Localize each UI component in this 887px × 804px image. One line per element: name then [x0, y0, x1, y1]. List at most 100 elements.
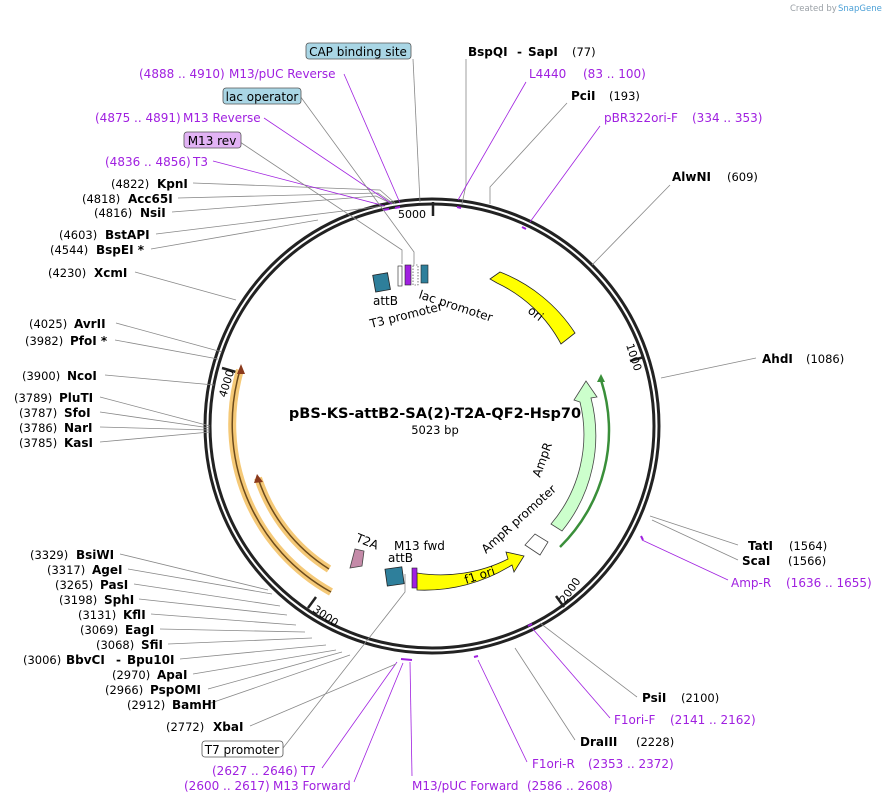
leader-xbai [249, 663, 397, 727]
attb-top-box[interactable] [372, 272, 391, 293]
boxed-cap-site[interactable]: CAP binding site [305, 42, 412, 60]
primer-label-f1ori-f[interactable]: F1ori-F (2141 .. 2162) [614, 713, 756, 727]
enzyme-pos: (193) [609, 89, 640, 103]
primer-label-m13puc-forward[interactable]: M13/pUC Forward (2586 .. 2608) [412, 779, 613, 793]
leader-amp-r [641, 539, 729, 581]
enzyme-label-xcmi[interactable]: (4230) XcmI [48, 266, 127, 280]
primer-label-l4440[interactable]: L4440 (83 .. 100) [529, 67, 646, 81]
enzyme-label-tati[interactable]: TatI (1564) [748, 539, 827, 553]
lac-operator-box[interactable] [412, 264, 419, 286]
enzyme-label-avrii[interactable]: (4025) AvrII [29, 317, 106, 331]
enzyme-pos: (4544) [50, 243, 88, 257]
boxed-m13-rev[interactable]: M13 rev [183, 131, 242, 149]
enzyme-label-kpni[interactable]: (4822) KpnI [111, 177, 188, 191]
enzyme-label-alwni[interactable]: AlwNI (609) [672, 170, 758, 184]
primer-site-m13-reverse [382, 208, 390, 211]
enzyme-pos: (3789) [14, 391, 52, 405]
ampr-arrow[interactable] [550, 380, 598, 532]
f1-ori-arrow[interactable] [416, 551, 525, 591]
enzyme-name: BbvCI [66, 653, 105, 667]
enzyme-label-agei[interactable]: (3317) AgeI [47, 563, 122, 577]
leader-bamhi [207, 654, 351, 705]
leader-pbr322ori-f [529, 125, 601, 223]
cap-site-box[interactable] [420, 264, 429, 284]
enzyme-label-kfli[interactable]: (3131) KflI [78, 608, 146, 622]
tick-label-1000: 1000 [623, 342, 644, 373]
enzyme-name: SfiI [141, 638, 163, 652]
enzyme-label-eagi[interactable]: (3069) EagI [80, 623, 154, 637]
primer-label-pbr322ori-f[interactable]: pBR322ori-F (334 .. 353) [604, 111, 762, 125]
ampr-promoter-arrow[interactable] [524, 533, 549, 556]
primer-range: (2627 .. 2646) [212, 764, 298, 778]
enzyme-name: BspQI [468, 45, 508, 59]
enzyme-name: ApaI [157, 668, 187, 682]
t3-box[interactable] [397, 265, 403, 287]
leader-sphi [138, 598, 288, 616]
enzyme-pos: (3786) [19, 421, 57, 435]
enzyme-name: SphI [104, 593, 134, 607]
m13-rev-box[interactable] [404, 264, 412, 286]
enzyme-label-apai[interactable]: (2970) ApaI [112, 668, 187, 682]
boxed-lac-operator[interactable]: lac operator [222, 87, 302, 105]
primer-label-f1ori-r[interactable]: F1ori-R (2353 .. 2372) [532, 757, 674, 771]
boxed-t7-promoter[interactable]: T7 promoter [201, 740, 284, 758]
enzyme-label-pluti[interactable]: (3789) PluTI [14, 391, 93, 405]
enzyme-label-sfii[interactable]: (3068) SfiI [96, 638, 163, 652]
enzyme-label-nari[interactable]: (3786) NarI [19, 421, 93, 435]
enzyme-label-psii[interactable]: PsiI (2100) [642, 691, 719, 705]
orf-arrowhead-outer [237, 364, 245, 374]
tick-mark-3000 [306, 596, 318, 609]
primer-range: (1636 .. 1655) [786, 576, 872, 590]
primer-name: Amp-R [731, 576, 771, 590]
enzyme-label-bspei[interactable]: (4544) BspEI * [50, 243, 145, 257]
primer-name: M13/pUC Forward [412, 779, 519, 793]
attb-bottom-box[interactable] [384, 566, 405, 587]
enzyme-label-xbai[interactable]: (2772) XbaI [166, 720, 243, 734]
primer-label-m13puc-reverse[interactable]: (4888 .. 4910) M13/pUC Reverse [139, 67, 336, 81]
enzyme-label-bsiwi[interactable]: (3329) BsiWI [30, 548, 114, 562]
primer-label-amp-r[interactable]: Amp-R (1636 .. 1655) [731, 576, 872, 590]
enzyme-pos: (2970) [112, 668, 150, 682]
leader-ahdi [660, 357, 757, 379]
enzyme-label-pfoi[interactable]: (3982) PfoI * [25, 334, 108, 348]
primer-range: (2600 .. 2617) [184, 779, 270, 793]
enzyme-label-pcii[interactable]: PciI (193) [571, 89, 640, 103]
primer-label-t3[interactable]: (4836 .. 4856) T3 [105, 155, 208, 169]
primer-label-m13-reverse[interactable]: (4875 .. 4891) M13 Reverse [95, 111, 261, 125]
enzyme-label-bspqi-sapi[interactable]: BspQI - SapI (77) [468, 45, 596, 59]
enzyme-label-ncoi[interactable]: (3900) NcoI [22, 369, 97, 383]
primer-range: (334 .. 353) [692, 111, 762, 125]
orf-glow-inner [254, 476, 332, 573]
leader-avrii [115, 322, 223, 353]
enzyme-pos: (3900) [22, 369, 60, 383]
enzyme-label-scai[interactable]: ScaI (1566) [742, 554, 826, 568]
enzyme-label-bamhi[interactable]: (2912) BamHI [127, 698, 216, 712]
leader-draiii [514, 647, 576, 741]
enzyme-label-bstapi[interactable]: (4603) BstAPI [59, 228, 150, 242]
ori-arrow[interactable] [489, 271, 576, 345]
enzyme-label-bbvci-bpu10i[interactable]: (3006) BbvCI - Bpu10I [23, 653, 174, 667]
enzyme-label-pasi[interactable]: (3265) PasI [55, 578, 128, 592]
enzyme-pos: (3982) [25, 334, 63, 348]
m13-fwd-label: M13 fwd [394, 539, 445, 553]
primer-label-t7[interactable]: (2627 .. 2646) T7 [212, 764, 316, 778]
enzyme-label-draiii[interactable]: DraIII (2228) [580, 735, 674, 749]
enzyme-label-acc65i[interactable]: (4818) Acc65I [82, 192, 173, 206]
enzyme-label-pspomi[interactable]: (2966) PspOMI [105, 683, 201, 697]
enzyme-label-nsii[interactable]: (4816) NsiI [94, 206, 166, 220]
plasmid-length: 5023 bp [411, 423, 459, 437]
ampr-label: AmpR [530, 441, 555, 479]
enzyme-label-sphi[interactable]: (3198) SphI [59, 593, 134, 607]
t7-promoter-label: T7 promoter [204, 743, 280, 757]
primer-label-m13-forward[interactable]: (2600 .. 2617) M13 Forward [184, 779, 351, 793]
attb-bottom-label: attB [388, 551, 413, 565]
t2a-arrow[interactable] [349, 548, 365, 569]
enzyme-label-sfoi[interactable]: (3787) SfoI [19, 406, 91, 420]
enzyme-label-kasi[interactable]: (3785) KasI [19, 436, 93, 450]
ampr-promoter-label: AmpR promoter [479, 482, 559, 556]
tick-label-5000: 5000 [398, 208, 426, 221]
m13-fwd-box[interactable] [411, 567, 418, 589]
enzyme-label-ahdi[interactable]: AhdI (1086) [762, 352, 844, 366]
leader-tati [649, 515, 739, 546]
orf-line-outer [231, 369, 332, 593]
